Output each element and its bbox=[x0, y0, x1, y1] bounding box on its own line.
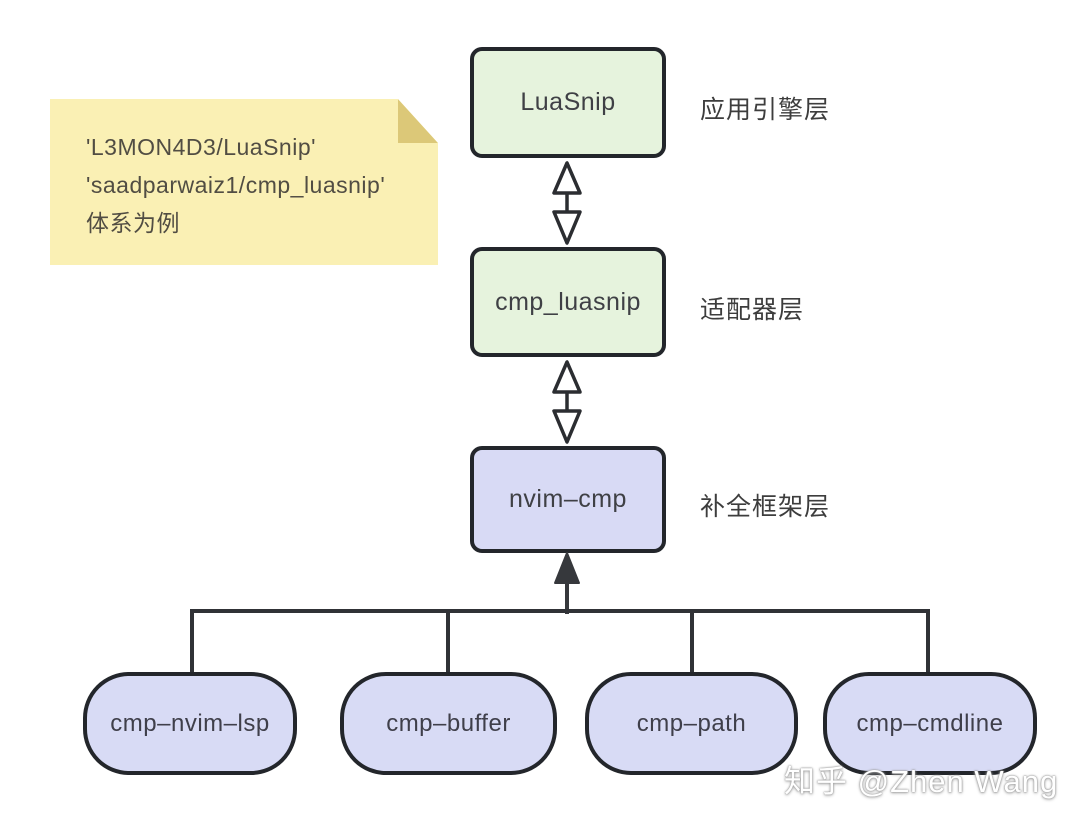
note-line-3: 体系为例 bbox=[86, 210, 180, 236]
node-cmp-nvim-lsp: cmp–nvim–lsp bbox=[83, 672, 297, 775]
node-cmp-path: cmp–path bbox=[585, 672, 798, 775]
node-luasnip: LuaSnip bbox=[470, 47, 666, 158]
node-cmp-luasnip: cmp_luasnip bbox=[470, 247, 666, 357]
connector-horizontal-line bbox=[190, 609, 930, 613]
sticky-note: 'L3MON4D3/LuaSnip' 'saadparwaiz1/cmp_lua… bbox=[50, 99, 438, 265]
connector-vertical-line bbox=[926, 609, 930, 674]
zhihu-watermark: 知乎 @Zhen Wang bbox=[784, 764, 1059, 799]
connector-vertical-line bbox=[446, 609, 450, 674]
sticky-note-fold-icon bbox=[398, 99, 438, 143]
bidirectional-arrow-icon bbox=[552, 161, 582, 245]
connector-vertical-line bbox=[690, 609, 694, 674]
bidirectional-arrow-icon bbox=[552, 360, 582, 444]
layer-label-framework: 补全框架层 bbox=[700, 493, 831, 521]
node-nvim-cmp: nvim–cmp bbox=[470, 446, 666, 553]
note-line-1: 'L3MON4D3/LuaSnip' bbox=[86, 134, 317, 160]
connector-vertical-line bbox=[190, 609, 194, 674]
layer-label-adapter: 适配器层 bbox=[700, 296, 805, 324]
layer-label-engine: 应用引擎层 bbox=[700, 96, 831, 124]
node-cmp-buffer: cmp–buffer bbox=[340, 672, 557, 775]
up-arrow-icon bbox=[554, 552, 580, 614]
node-cmp-cmdline: cmp–cmdline bbox=[823, 672, 1037, 775]
note-line-2: 'saadparwaiz1/cmp_luasnip' bbox=[86, 172, 386, 198]
